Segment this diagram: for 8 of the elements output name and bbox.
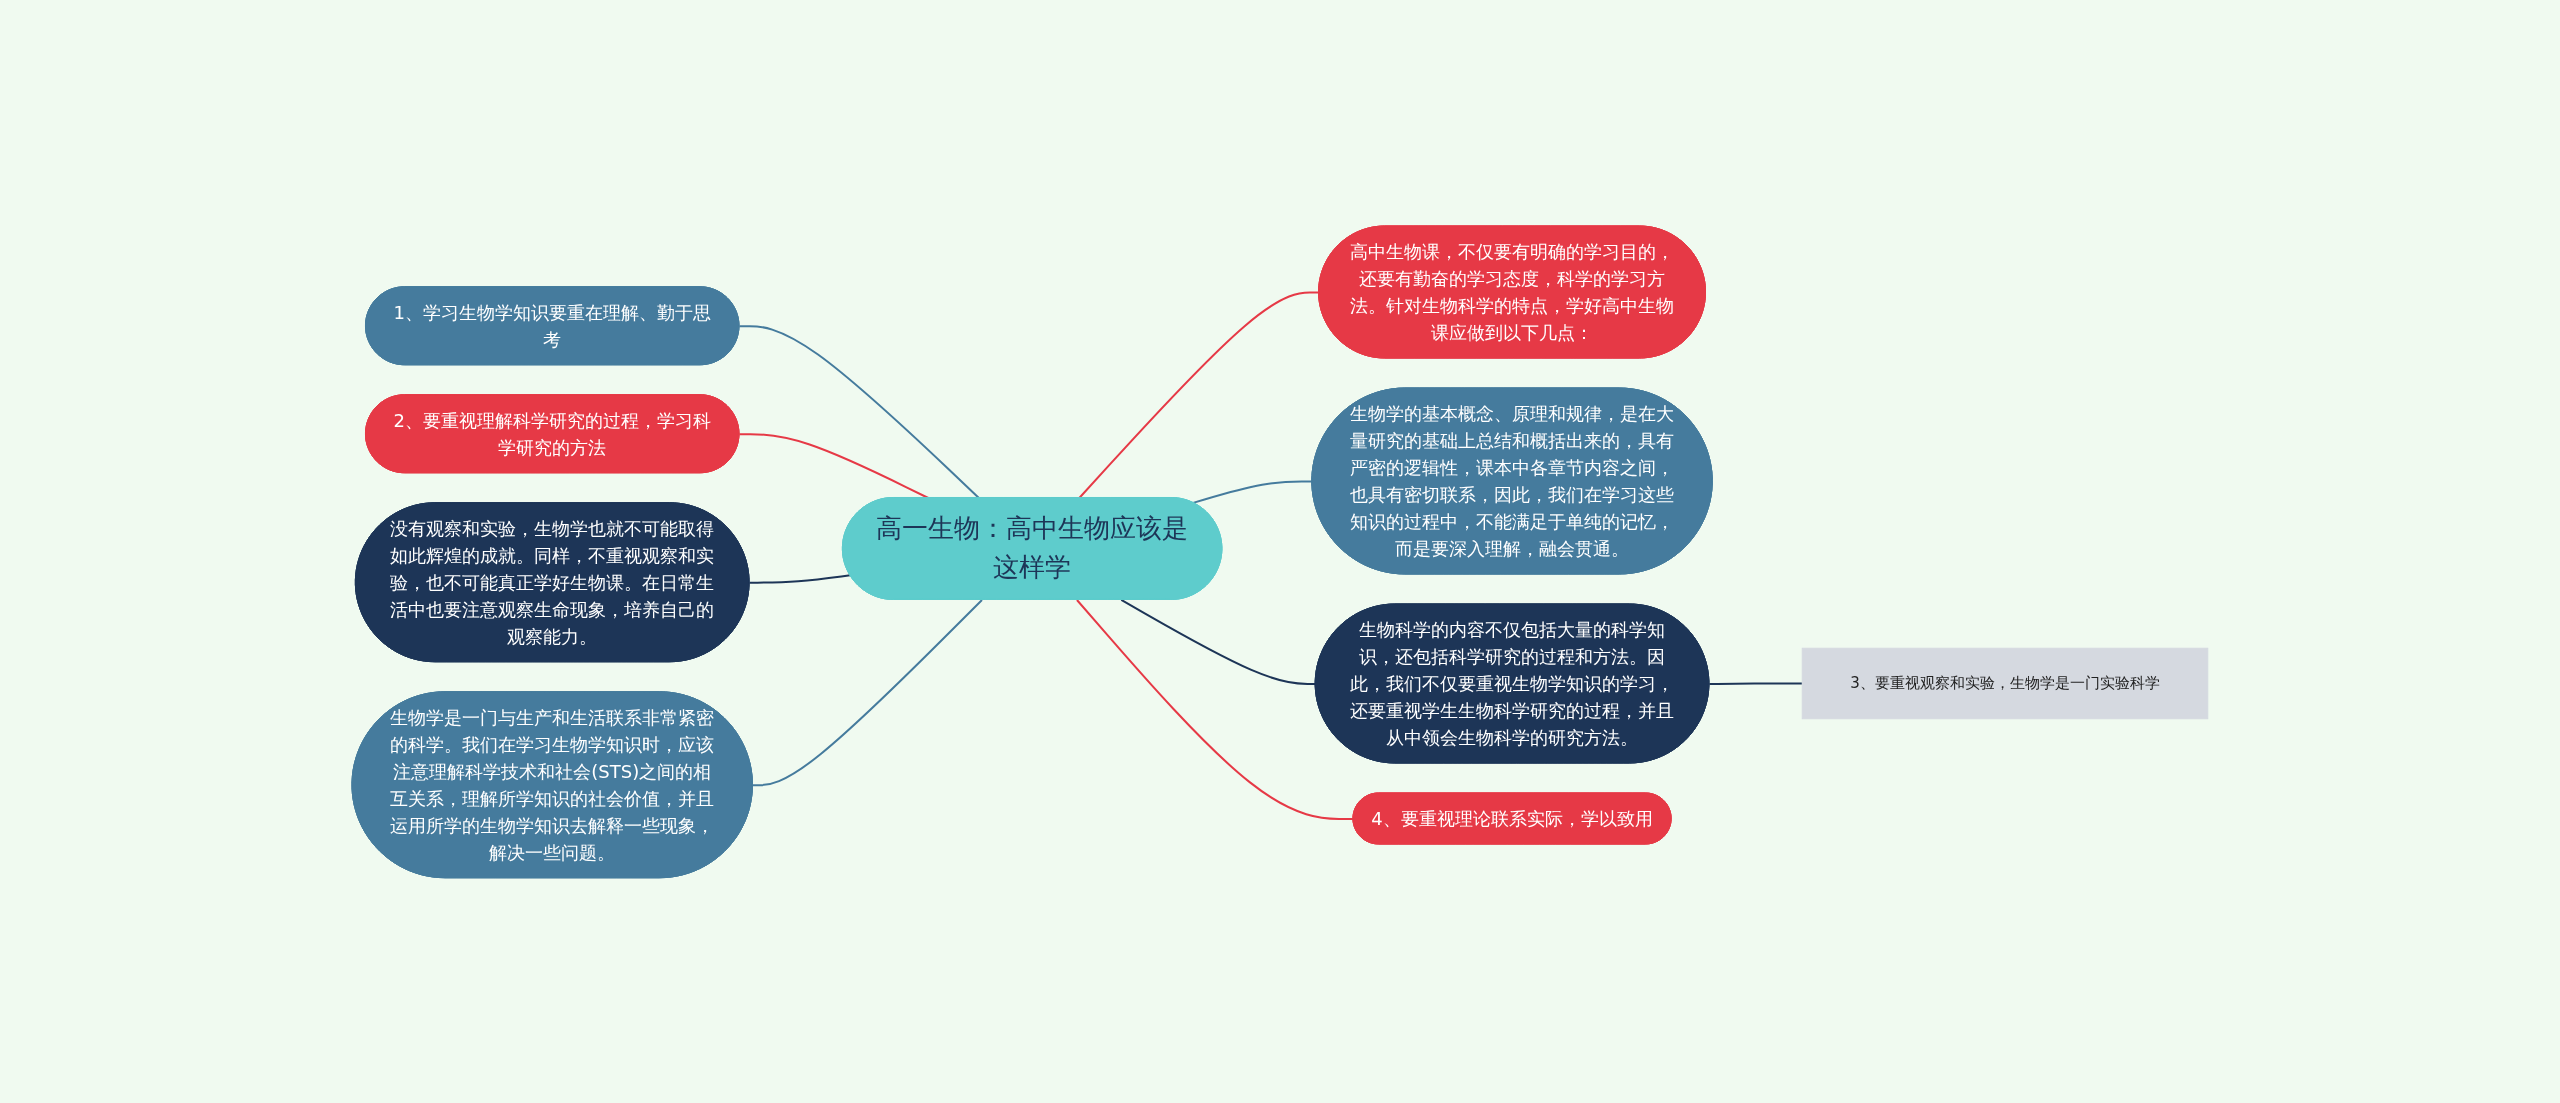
connector	[738, 432, 930, 499]
connector	[1708, 682, 1804, 685]
connector	[1076, 598, 1355, 820]
connector	[738, 324, 980, 499]
node-box: 3、要重视观察和实验，生物学是一门实验科学	[1801, 647, 2209, 719]
connector	[1120, 598, 1317, 685]
connector	[748, 573, 852, 584]
connector	[752, 598, 984, 786]
